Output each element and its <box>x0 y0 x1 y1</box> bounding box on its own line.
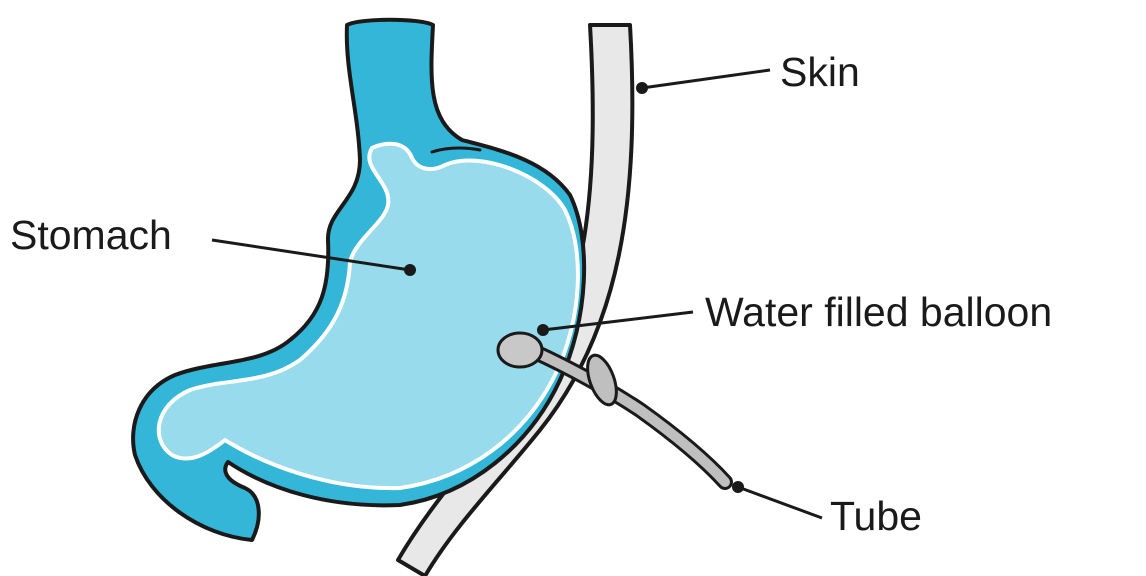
tube-port-fitting <box>582 351 622 408</box>
skin-label: Skin <box>780 49 860 95</box>
tube-leader-dot <box>732 481 744 493</box>
stomach-label: Stomach <box>10 212 172 258</box>
tube-group <box>535 351 725 482</box>
tube-label: Tube <box>830 493 922 539</box>
tube-leader-line <box>738 487 822 518</box>
tube-outline <box>535 352 725 482</box>
balloon-group <box>498 333 542 367</box>
water-filled-balloon <box>498 333 542 367</box>
stomach <box>133 20 584 540</box>
stomach-leader-dot <box>404 264 416 276</box>
balloon-label: Water filled balloon <box>705 289 1052 335</box>
skin-leader-line <box>642 70 770 88</box>
balloon-leader-dot <box>537 324 549 336</box>
skin-leader-dot <box>636 82 648 94</box>
